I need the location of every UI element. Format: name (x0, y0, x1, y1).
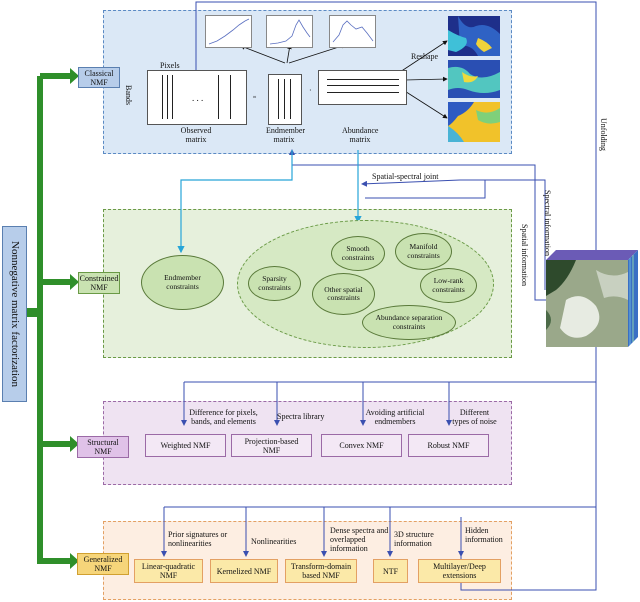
spectral-info-label: Spectral information (543, 190, 552, 256)
generalized-note-3: Dense spectra and overlapped information (330, 526, 389, 553)
abundance-map-2 (448, 60, 500, 98)
structural-note-4: Different types of noise (452, 408, 497, 426)
robust-nmf-box: Robust NMF (408, 434, 489, 457)
tag-classical: Classical NMF (78, 67, 120, 88)
abundance-map-3 (448, 102, 500, 142)
structural-note-3: Avoiding artificial endmembers (365, 408, 425, 426)
structural-note-2: Spectra library (277, 412, 325, 421)
spectrum-plot-2 (266, 15, 313, 48)
ntf-box: NTF (373, 559, 408, 583)
tag-generalized: Generalized NMF (77, 553, 129, 575)
hyperspectral-cube (546, 250, 638, 347)
endmember-constraints: Endmember constraints (141, 255, 224, 310)
projection-nmf-box: Projection-based NMF (231, 434, 312, 457)
other-spatial-constraints: Other spatial constraints (312, 273, 375, 315)
abundance-label: Abundance matrix (342, 126, 379, 144)
smooth-constraints: Smooth constraints (331, 236, 385, 271)
abundance-separation-constraints: Abundance separation constraints (362, 305, 456, 340)
observed-matrix: . . . (147, 70, 247, 125)
pixels-label: Pixels (160, 61, 180, 70)
abundance-map-1 (448, 16, 500, 56)
endmember-matrix (268, 74, 302, 125)
spatial-info-label: Spatial information (520, 224, 529, 286)
bands-label: Bands (124, 85, 133, 105)
weighted-nmf-box: Weighted NMF (145, 434, 226, 457)
manifold-constraints: Manifold constraints (395, 233, 452, 270)
generalized-note-5: Hidden information (465, 526, 503, 544)
approx-sign: ≈ (253, 95, 257, 101)
multilayer-box: Multilayer/Deep extensions (418, 559, 501, 583)
spectrum-plot-1 (205, 15, 252, 48)
kernelized-box: Kernelized NMF (210, 559, 278, 583)
reshape-label: Reshape (411, 52, 439, 61)
transform-domain-box: Transform-domain based NMF (285, 559, 357, 583)
abundance-matrix (318, 70, 407, 105)
generalized-note-1: Prior signatures or nonlinearities (168, 530, 228, 548)
spatial-spectral-label: Spatial-spectral joint (372, 172, 439, 181)
unfolding-label: Unfolding (599, 118, 608, 151)
structural-note-1: Difference for pixels, bands, and elemen… (189, 408, 258, 426)
linear-quadratic-box: Linear-quadratic NMF (134, 559, 203, 583)
generalized-note-2: Nonlinearities (251, 537, 297, 546)
low-rank-constraints: Low-rank constraints (420, 268, 477, 303)
tag-structural: Structural NMF (77, 436, 129, 458)
endmember-label: Endmember matrix (266, 126, 306, 144)
tag-constrained: Constrained NMF (78, 272, 120, 294)
sparsity-constraints: Sparsity constraints (248, 266, 301, 301)
convex-nmf-box: Convex NMF (321, 434, 402, 457)
spectrum-plot-3 (329, 15, 376, 48)
main-label: Nonnegative matrix factorization (2, 226, 27, 402)
observed-label: Observed matrix (180, 126, 212, 144)
generalized-note-4: 3D structure information (394, 530, 434, 548)
dot-sign: · (309, 86, 312, 95)
